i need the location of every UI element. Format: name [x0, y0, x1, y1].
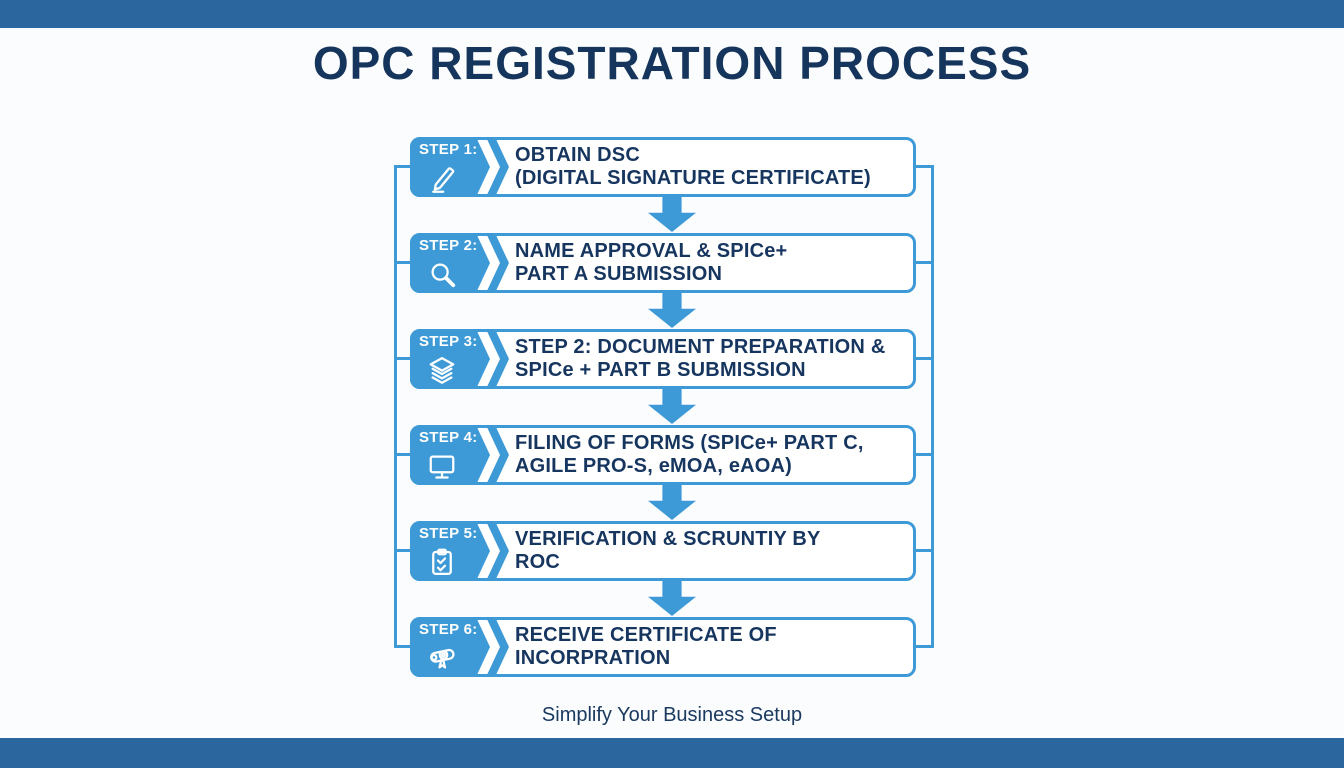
clipboard-check-icon: [432, 548, 452, 575]
left-connector-stub: [394, 645, 413, 648]
step-box-5: STEP 5: VERIFICATION & SCRUNTIY BY ROC: [410, 521, 916, 581]
right-connector-stub: [913, 357, 934, 360]
certificate-icon: [430, 648, 455, 669]
step-text-line2: ROC: [515, 551, 561, 573]
step-box-6: STEP 6: RECEIVE CERTIFICATE OF INCORPRAT…: [410, 617, 916, 677]
step-tag-label: STEP 2:: [419, 237, 478, 254]
step-tag-6: STEP 6:: [410, 617, 490, 677]
page-title: OPC REGISTRATION PROCESS: [312, 37, 1032, 89]
step-text-line2: INCORPRATION: [515, 647, 671, 669]
down-arrow-icon: [648, 197, 696, 232]
left-connector-stub: [394, 261, 413, 264]
step-tag-1: STEP 1:: [410, 137, 490, 197]
step-text-line1: OBTAIN DSC: [515, 144, 640, 166]
left-connector-line: [394, 166, 397, 648]
top-band: [0, 0, 1344, 28]
right-connector-stub: [913, 165, 934, 168]
step-tag-3: STEP 3:: [410, 329, 490, 389]
step-text-line1: NAME APPROVAL & SPICe+: [515, 240, 788, 262]
step-tag-label: STEP 5:: [419, 525, 478, 542]
right-connector-stub: [913, 453, 934, 456]
down-arrow-icon: [648, 581, 696, 616]
down-arrow-icon: [648, 389, 696, 424]
pencil-icon: [432, 167, 455, 193]
step-text-line2: (DIGITAL SIGNATURE CERTIFICATE): [515, 167, 871, 189]
right-connector-stub: [913, 645, 934, 648]
step-tag-4: STEP 4:: [410, 425, 490, 485]
step-box-2: STEP 2: NAME APPROVAL & SPICe+ PART A SU…: [410, 233, 916, 293]
step-text-line1: FILING OF FORMS (SPICe+ PART C,: [515, 432, 864, 454]
step-box-3: STEP 3: STEP 2: DOCUMENT PREPARATION & S…: [410, 329, 916, 389]
left-connector-stub: [394, 549, 413, 552]
step-tag-label: STEP 3:: [419, 333, 478, 350]
tagline: Simplify Your Business Setup: [541, 704, 803, 726]
step-text-line1: VERIFICATION & SCRUNTIY BY: [515, 528, 821, 550]
layers-icon: [429, 357, 455, 384]
right-connector-line: [931, 166, 934, 648]
step-tag-label: STEP 6:: [419, 621, 478, 638]
step-text-line2: PART A SUBMISSION: [515, 263, 723, 285]
left-connector-stub: [394, 357, 413, 360]
right-connector-stub: [913, 549, 934, 552]
bottom-band: [0, 738, 1344, 768]
left-connector-stub: [394, 165, 413, 168]
step-tag-label: STEP 4:: [419, 429, 478, 446]
right-connector-stub: [913, 261, 934, 264]
left-connector-stub: [394, 453, 413, 456]
step-text-line1: RECEIVE CERTIFICATE OF: [515, 624, 777, 646]
step-box-4: STEP 4: FILING OF FORMS (SPICe+ PART C, …: [410, 425, 916, 485]
step-text-line2: AGILE PRO-S, eMOA, eAOA): [515, 455, 793, 477]
step-box-1: STEP 1: OBTAIN DSC (DIGITAL SIGNATURE CE…: [410, 137, 916, 197]
down-arrow-icon: [648, 485, 696, 520]
magnifier-icon: [431, 263, 456, 288]
monitor-icon: [429, 455, 455, 479]
step-text-line1: STEP 2: DOCUMENT PREPARATION &: [515, 336, 886, 358]
down-arrow-icon: [648, 293, 696, 328]
step-tag-5: STEP 5:: [410, 521, 490, 581]
step-tag-2: STEP 2:: [410, 233, 490, 293]
step-text-line2: SPICe + PART B SUBMISSION: [515, 359, 806, 381]
step-tag-label: STEP 1:: [419, 141, 478, 158]
